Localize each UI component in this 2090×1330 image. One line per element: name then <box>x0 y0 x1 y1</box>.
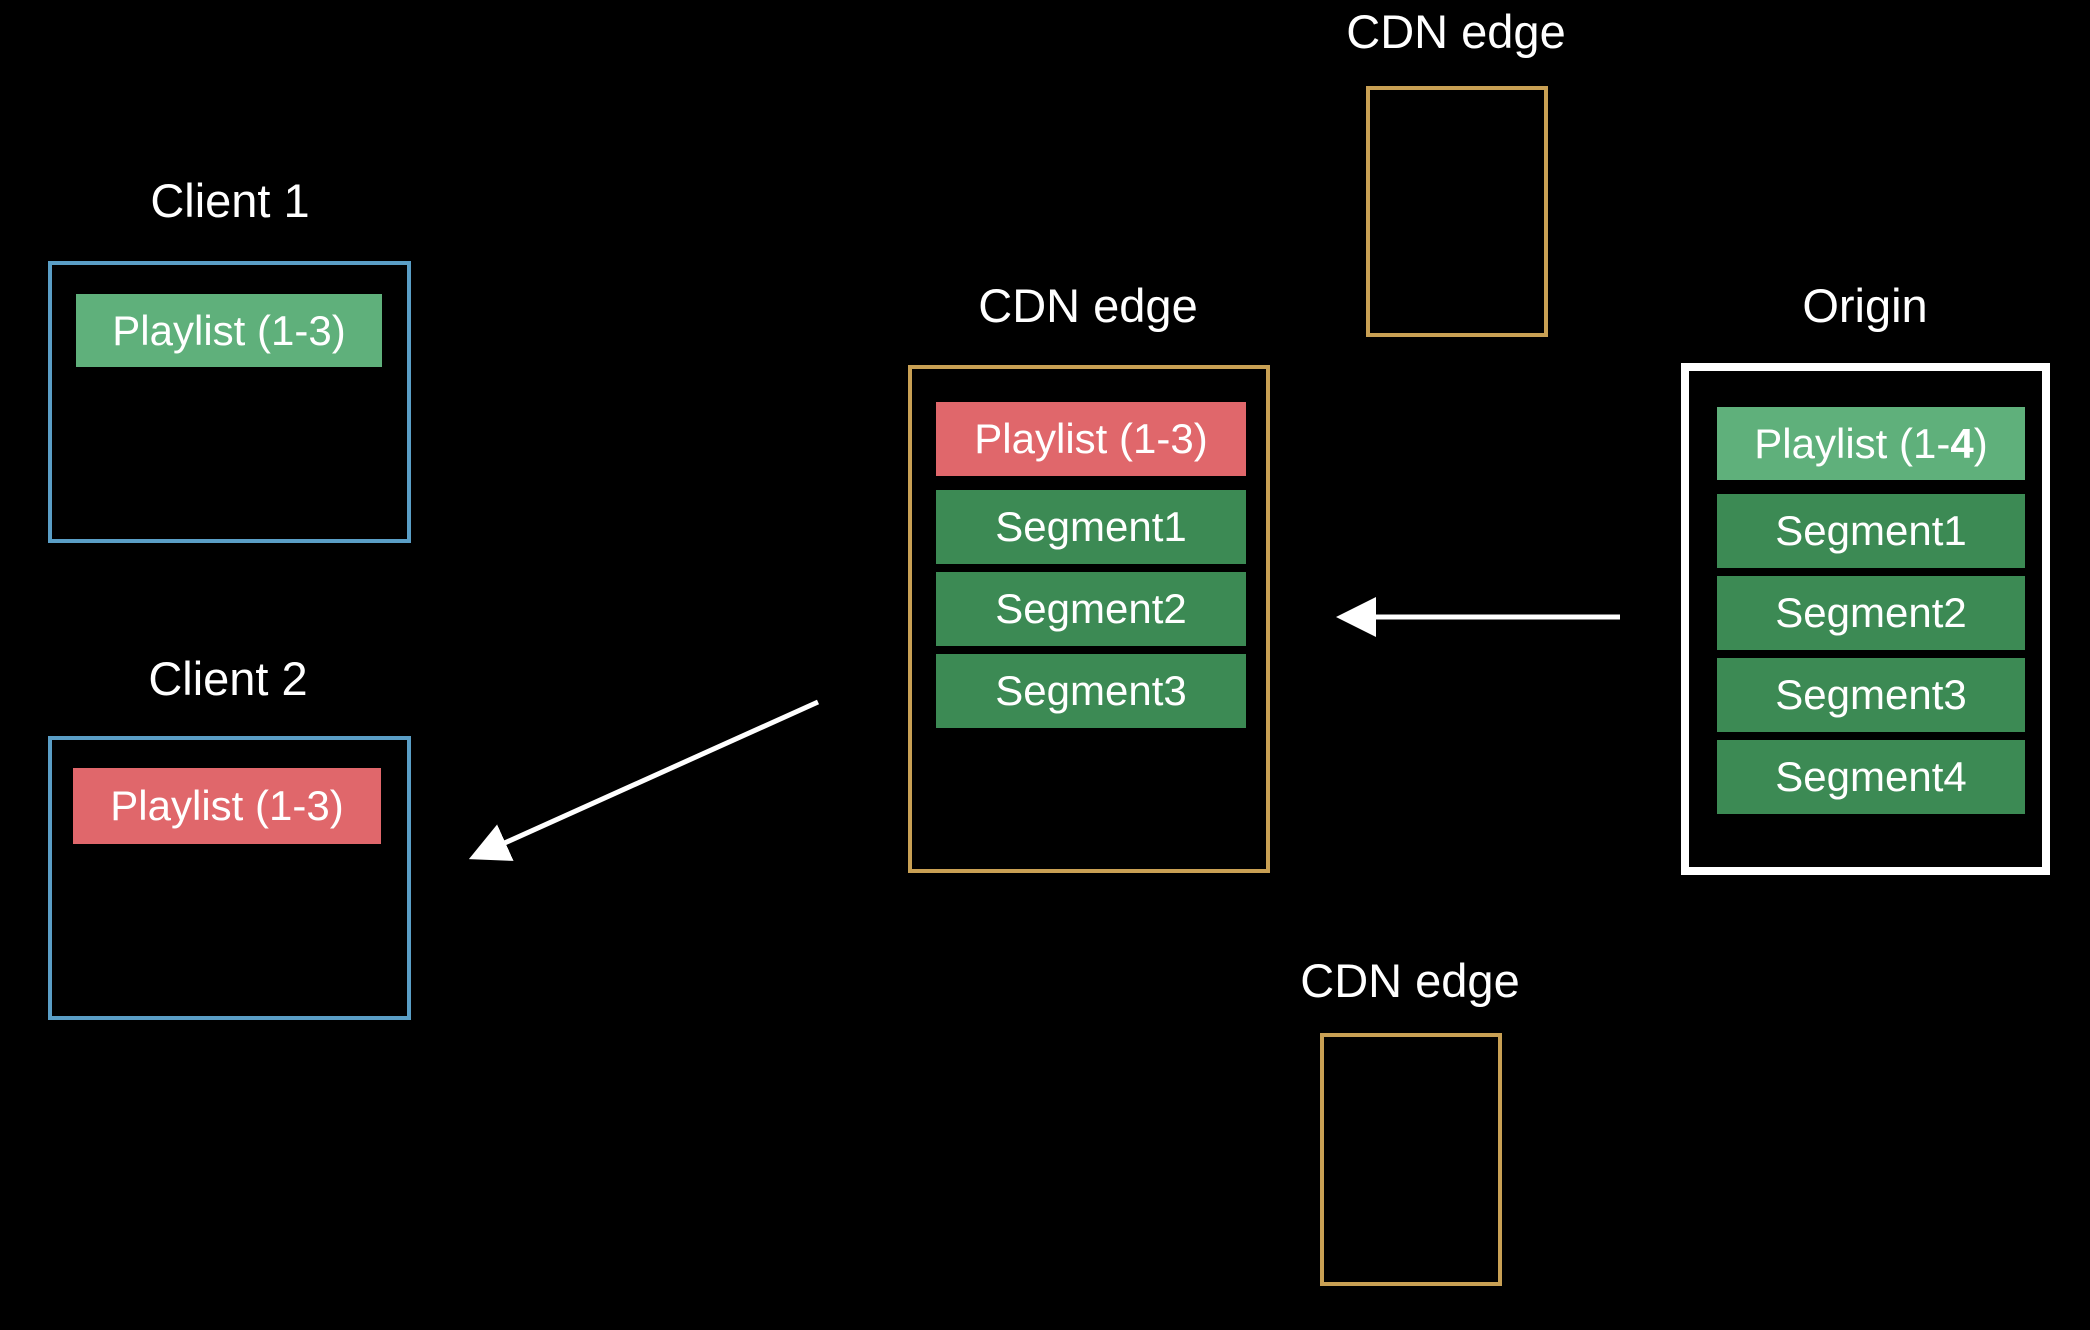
origin-box: Playlist (1-4) Segment1 Segment2 Segment… <box>1681 363 2050 875</box>
cdn-bottom-label: CDN edge <box>1300 954 1520 1007</box>
client2-label: Client 2 <box>148 652 308 705</box>
client2-playlist: Playlist (1-3) <box>73 768 381 844</box>
origin-segment-2: Segment2 <box>1717 576 2025 650</box>
cdn-main-label: CDN edge <box>978 279 1198 332</box>
cdn-top-label: CDN edge <box>1346 5 1566 58</box>
origin-label: Origin <box>1802 279 1928 332</box>
cdn-main-segment-3: Segment3 <box>936 654 1246 728</box>
cdn-main-box: Playlist (1-3) Segment1 Segment2 Segment… <box>908 365 1270 873</box>
origin-playlist-prefix: Playlist (1- <box>1754 419 1951 467</box>
cdn-bottom-box <box>1320 1033 1502 1286</box>
client1-label: Client 1 <box>150 174 310 227</box>
cdn-main-playlist: Playlist (1-3) <box>936 402 1246 476</box>
origin-segment-1: Segment1 <box>1717 494 2025 568</box>
cdn-main-segment-2: Segment2 <box>936 572 1246 646</box>
origin-playlist-suffix: ) <box>1973 419 1988 467</box>
arrow-cdn-to-client2 <box>468 699 820 861</box>
cdn-top-box <box>1366 86 1548 337</box>
client1-playlist: Playlist (1-3) <box>76 294 382 367</box>
cdn-main-segment-1: Segment1 <box>936 490 1246 564</box>
origin-segment-4: Segment4 <box>1717 740 2025 814</box>
origin-playlist: Playlist (1-4) <box>1717 407 2025 480</box>
origin-segment-3: Segment3 <box>1717 658 2025 732</box>
origin-playlist-highlight: 4 <box>1950 419 1974 467</box>
client1-box: Playlist (1-3) <box>48 261 411 543</box>
client2-box: Playlist (1-3) <box>48 736 411 1020</box>
